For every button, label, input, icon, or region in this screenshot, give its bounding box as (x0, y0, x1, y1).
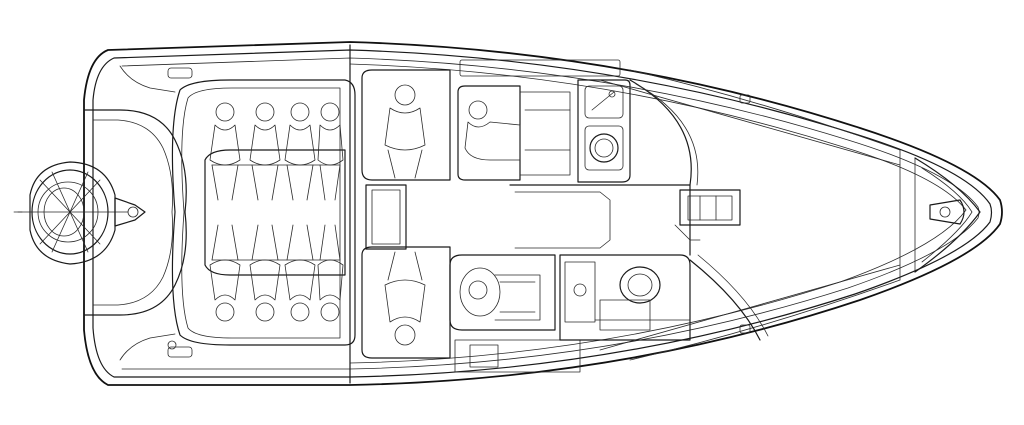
walkthrough-door (674, 189, 741, 241)
aft-seating-upper (209, 102, 344, 201)
sink-console (459, 59, 631, 183)
swim-platform (83, 65, 193, 361)
bow-storage (739, 94, 981, 334)
aft-seating-lower (209, 224, 344, 322)
aft-sun-lounge (171, 79, 356, 346)
bow-cleat (929, 199, 965, 225)
port-helm-seat (457, 85, 571, 181)
windshield (509, 79, 769, 341)
hull-outline (83, 41, 1003, 386)
side-rails (599, 69, 901, 361)
mid-passenger-seat-lower (361, 246, 451, 359)
mid-passenger-seat-upper (361, 69, 451, 181)
helm-console (559, 254, 691, 341)
mid-partition (349, 44, 407, 384)
outboard-motor (13, 161, 146, 265)
starboard-helm-seat (449, 254, 581, 373)
